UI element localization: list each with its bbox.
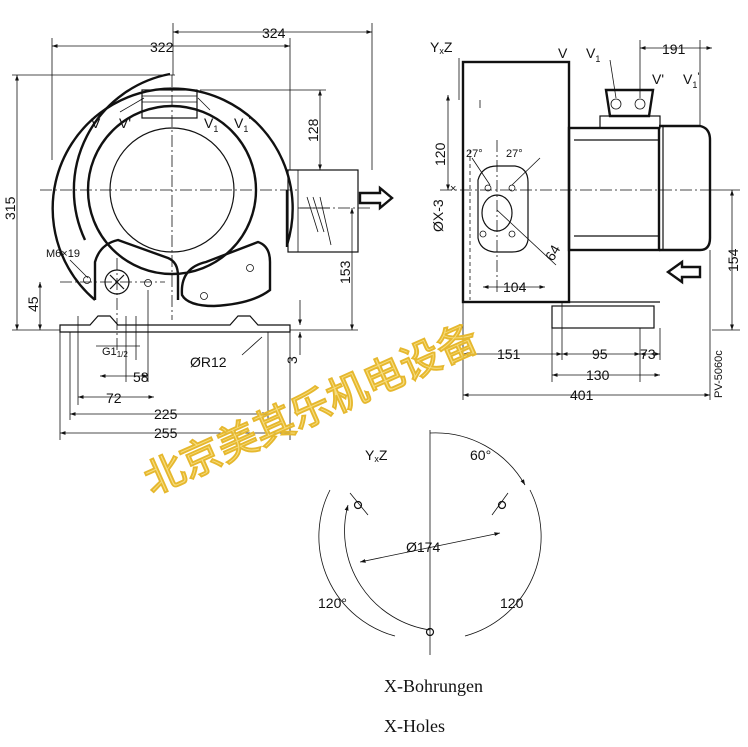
angle-120-right: 120 (500, 595, 524, 611)
dim-151: 151 (497, 346, 521, 362)
pump-body (461, 60, 571, 304)
side-axis-label: YxZ (430, 39, 453, 56)
angle-27-left: 27° (466, 148, 483, 160)
dim-154: 154 (725, 248, 741, 272)
dim-322: 322 (150, 39, 174, 55)
side-base (551, 305, 655, 329)
dim-225: 225 (154, 406, 178, 422)
dim-128: 128 (305, 118, 321, 142)
dim-120-side: 120 (432, 142, 448, 166)
radius-label: ØR12 (190, 354, 227, 370)
bolt-label: M6×19 (46, 248, 80, 260)
model-number: PV-5060c (713, 350, 725, 398)
watermark-text: 北京美其乐机电设备 (137, 314, 486, 504)
dim-64: 64 (542, 242, 564, 264)
side-label-v1: V1 (586, 45, 600, 64)
dim-45: 45 (25, 296, 41, 312)
dim-191: 191 (662, 41, 686, 57)
dim-73: 73 (640, 346, 656, 362)
hole-bottom (425, 627, 435, 637)
diameter-174: Ø174 (406, 539, 440, 555)
hole-label: ØX-3 (430, 199, 446, 232)
outlet-tube (287, 169, 359, 253)
side-label-v1-prime: V1' (683, 71, 699, 90)
label-v-prime: V' (119, 115, 131, 131)
hole-top-right (497, 500, 507, 510)
side-x-marker: × (450, 183, 456, 195)
caption-english: X-Holes (384, 716, 445, 736)
dim-324: 324 (262, 25, 286, 41)
dim-153: 153 (337, 260, 353, 284)
terminal-box (604, 88, 655, 118)
angle-60: 60° (470, 447, 491, 463)
side-label-v: V (558, 45, 568, 61)
dim-95: 95 (592, 346, 608, 362)
dim-255: 255 (154, 425, 178, 441)
right-foot (180, 240, 272, 308)
front-view: 324 322 315 45 128 153 3 V V' V1 V1' M6 (2, 23, 394, 441)
dim-58: 58 (133, 369, 149, 385)
dim-401: 401 (570, 387, 594, 403)
side-label-v-prime: V' (652, 71, 664, 87)
caption-german: X-Bohrungen (384, 676, 483, 696)
dim-104: 104 (503, 279, 527, 295)
dim-315: 315 (2, 196, 18, 220)
hole-pattern: Ø174 YxZ 60° 120° 120 X-Bohrungen X-Hole… (318, 430, 542, 736)
label-v: V (91, 115, 101, 131)
angle-120-left: 120° (318, 595, 347, 611)
label-v1: V1 (204, 115, 218, 134)
hole-top-left (353, 500, 363, 510)
dim-3: 3 (284, 356, 300, 364)
flange-outline (477, 165, 529, 253)
angle-27-right: 27° (506, 148, 523, 160)
base-plate (59, 315, 291, 333)
thread-label: G11/2 (102, 346, 128, 359)
left-foot (93, 238, 180, 300)
motor-body (567, 126, 661, 252)
dim-130: 130 (586, 367, 610, 383)
label-v1-prime: V1' (234, 115, 250, 134)
top-port (141, 89, 198, 119)
motor-cap (659, 124, 712, 252)
pattern-axis-label: YxZ (365, 447, 388, 464)
side-view: YxZ V V1 V' V1' 191 120 27° 27° ØX-3 × 6… (430, 39, 741, 403)
dim-72: 72 (106, 390, 122, 406)
housing-outline (51, 87, 294, 301)
